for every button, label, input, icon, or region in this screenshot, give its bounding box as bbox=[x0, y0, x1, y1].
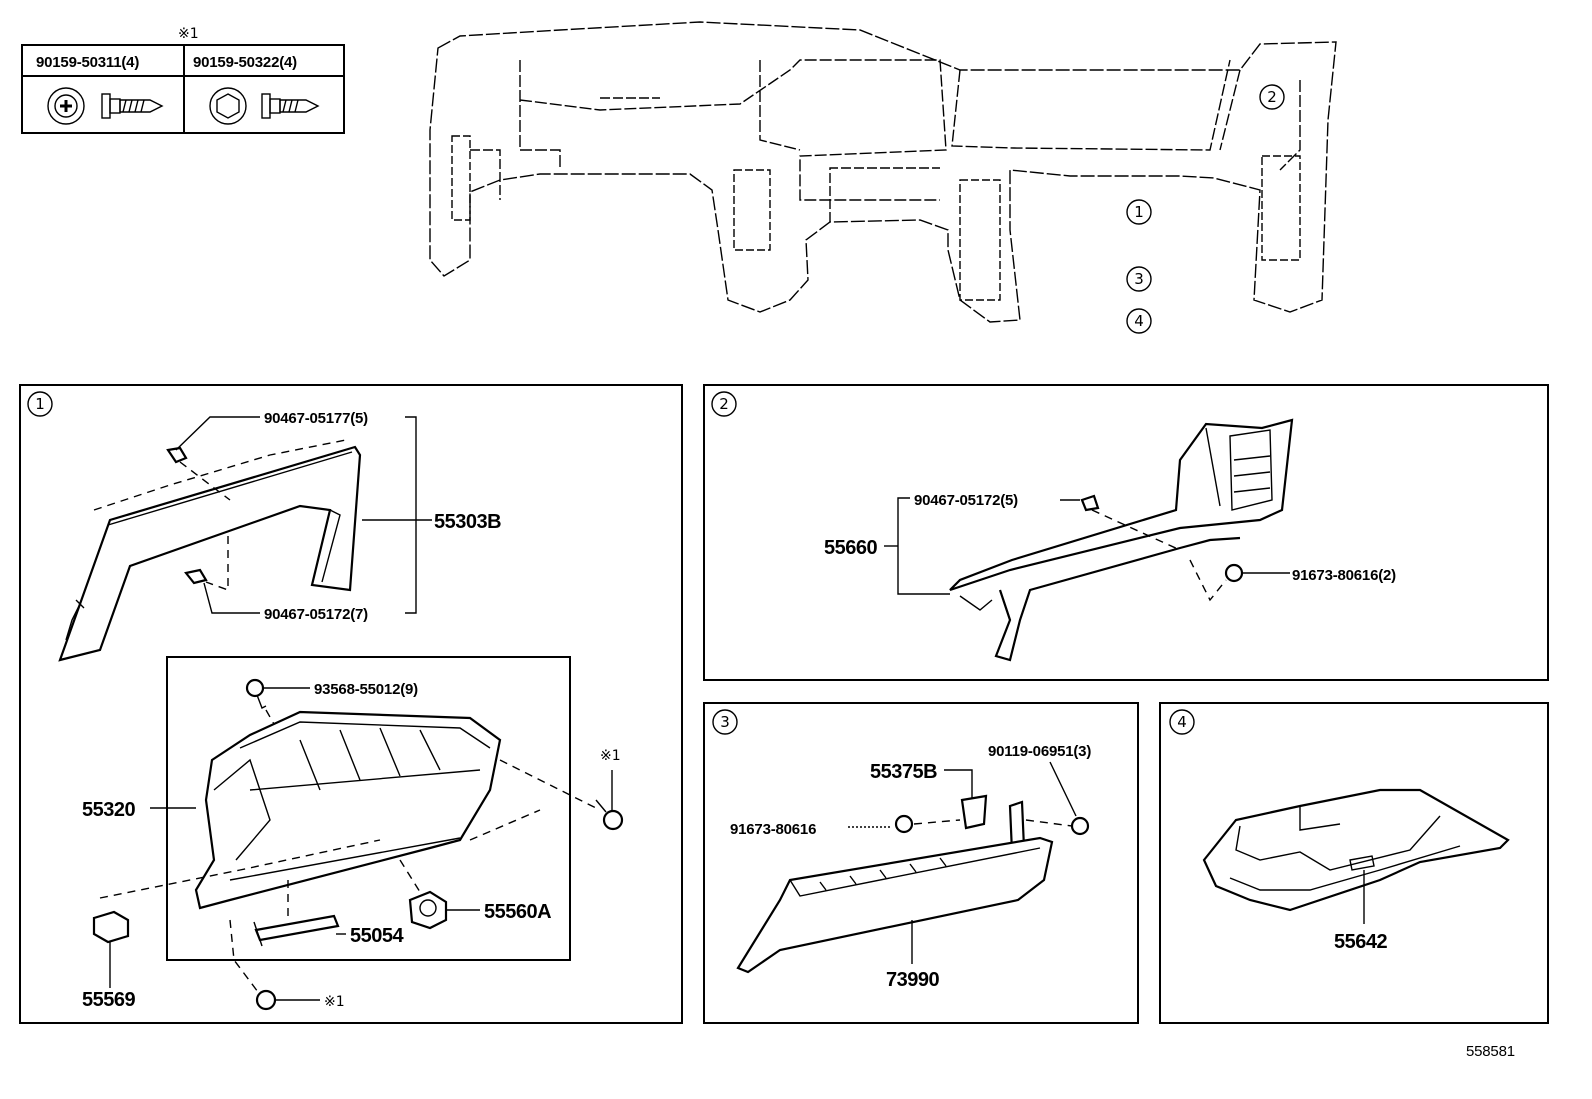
striker-55569 bbox=[92, 910, 130, 944]
label-rod: 55054 bbox=[350, 925, 404, 947]
overview-callout-4: 4 bbox=[1126, 308, 1152, 334]
svg-text:1: 1 bbox=[1134, 203, 1144, 221]
overview-callout-3: 3 bbox=[1126, 266, 1152, 292]
label-compartment: 55642 bbox=[1334, 931, 1387, 953]
table-col1-label: 90159-50311(4) bbox=[36, 54, 139, 71]
phillips-head-icon bbox=[47, 87, 85, 125]
screw-side-icon bbox=[261, 93, 320, 119]
panel-3: 3 55375B 90119-06951(3) 91673-80616 7399… bbox=[703, 702, 1139, 1024]
label-clip-top: 90467-05177(5) bbox=[264, 410, 368, 427]
label-bracket: 55375B bbox=[870, 761, 937, 783]
label-airbag: 73990 bbox=[886, 969, 939, 991]
label-clip-bottom: 90467-05172(7) bbox=[264, 606, 368, 623]
svg-text:3: 3 bbox=[1134, 270, 1144, 288]
label-screw: 93568-55012(9) bbox=[314, 681, 418, 698]
label-striker: 55569 bbox=[82, 989, 135, 1011]
screw-icon bbox=[245, 678, 267, 709]
clip-bottom-icon bbox=[184, 568, 208, 585]
panel-3-number: 3 bbox=[720, 713, 730, 731]
airbag-73990 bbox=[736, 836, 1054, 974]
damper-55560a bbox=[408, 890, 448, 930]
panel-4-number: 4 bbox=[1177, 713, 1187, 731]
panel-1-number: 1 bbox=[35, 395, 45, 413]
label-damper: 55560A bbox=[484, 901, 551, 923]
diagram-id: 558581 bbox=[1466, 1043, 1515, 1060]
label-panel2-panel: 55660 bbox=[824, 537, 877, 559]
nut-icon bbox=[1224, 563, 1244, 583]
table-mark: ※1 bbox=[178, 26, 199, 42]
glove-box-door-55320 bbox=[194, 710, 502, 910]
svg-text:4: 4 bbox=[1134, 312, 1144, 330]
table-col2-label: 90159-50322(4) bbox=[193, 54, 297, 71]
screw-side-icon bbox=[101, 93, 164, 119]
nut-icon-3 bbox=[894, 814, 914, 834]
label-panel2-nut: 91673-80616(2) bbox=[1292, 567, 1396, 584]
label-bolt: 90119-06951(3) bbox=[988, 743, 1091, 760]
label-mark-bottom: ※1 bbox=[324, 994, 345, 1010]
clip-top-icon bbox=[166, 446, 188, 464]
panel-1: 1 90467-05177(5) 55303B 90467-05172(7) 9… bbox=[19, 384, 683, 1024]
hex-screw-icon bbox=[595, 799, 624, 831]
hex-head-icon bbox=[209, 87, 247, 125]
label-glove-box-door: 55320 bbox=[82, 799, 135, 821]
rod-55054 bbox=[253, 914, 340, 947]
clip-icon bbox=[1080, 494, 1100, 512]
lower-panel-55303b bbox=[58, 445, 362, 662]
panel-55660 bbox=[949, 418, 1294, 662]
panel-2: 2 90467-05172(5) 55660 91673-80616(2) bbox=[703, 384, 1549, 681]
hex-screw-bottom-icon bbox=[255, 989, 277, 1011]
bolt-icon bbox=[1070, 816, 1090, 836]
svg-text:2: 2 bbox=[1267, 88, 1277, 106]
dashboard-overview: 2 1 3 4 bbox=[429, 21, 1337, 334]
panel-4: 4 55642 bbox=[1159, 702, 1549, 1024]
compartment-55642 bbox=[1202, 788, 1510, 912]
overview-callout-2: 2 bbox=[1259, 84, 1285, 110]
label-mark-right: ※1 bbox=[600, 748, 621, 764]
panel-2-number: 2 bbox=[719, 395, 729, 413]
overview-callout-1: 1 bbox=[1126, 199, 1152, 225]
label-panel2-clip: 90467-05172(5) bbox=[914, 492, 1018, 509]
label-lower-panel: 55303B bbox=[434, 511, 501, 533]
label-panel3-nut: 91673-80616 bbox=[730, 821, 816, 838]
screw-table: ※1 90159-50311(4) 90159-50322(4) bbox=[21, 26, 345, 134]
